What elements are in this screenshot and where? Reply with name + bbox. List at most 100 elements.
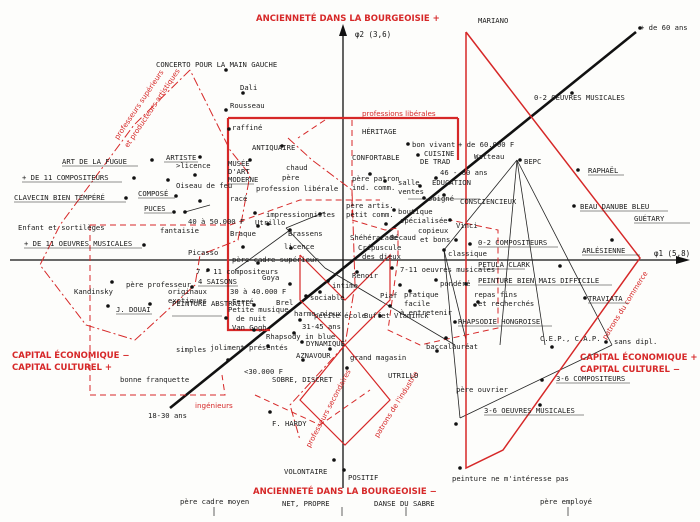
label: père cadre moyen	[180, 497, 249, 506]
label: + DE 11 COMPOSITEURS	[22, 173, 109, 182]
label: harmo-nieux	[294, 309, 342, 318]
label: CLAVECIN BIEN TEMPÉRÉ	[14, 193, 105, 202]
point	[318, 290, 322, 294]
left-title-1: CAPITAL ÉCONOMIQUE −	[12, 349, 130, 361]
point	[248, 158, 252, 162]
point	[464, 282, 468, 286]
label: ART DE LA FUGUE	[62, 157, 127, 166]
point	[398, 283, 402, 287]
label: Vinci	[456, 221, 478, 230]
point	[406, 142, 410, 146]
label: Petite musique	[228, 305, 289, 314]
label: DYNAMIQUE	[306, 339, 345, 348]
point	[300, 340, 304, 344]
label: SOBRE, DISCRET	[272, 375, 333, 384]
label: à entretenir	[400, 308, 453, 317]
point	[174, 194, 178, 198]
horizontal-axis-arrow	[676, 256, 690, 264]
label: COMPOSÉ	[138, 189, 168, 198]
label: père artis.	[346, 201, 394, 210]
point	[241, 91, 245, 95]
point	[444, 336, 448, 340]
point	[172, 210, 176, 214]
label: père	[282, 173, 299, 182]
point	[454, 238, 458, 242]
label: Buffet	[364, 311, 390, 320]
label: originaux	[168, 287, 208, 296]
label: profession libérale	[256, 184, 338, 193]
point	[224, 68, 228, 72]
bottom-title: ANCIENNETÉ DANS LA BOURGEOISIE −	[253, 485, 437, 497]
label: Kandinsky	[74, 287, 114, 296]
label: Enfant et sortilèges	[18, 223, 105, 232]
point	[304, 294, 308, 298]
label: boutique	[398, 207, 433, 216]
label: Shéhérazade	[350, 233, 398, 242]
vertical-axis-arrow	[339, 24, 347, 36]
point	[332, 458, 336, 462]
point	[448, 218, 452, 222]
label: salle	[398, 178, 420, 187]
label: + DE 11 OEUVRES MUSICALES	[24, 239, 132, 248]
label: 30 à 40.000 F	[230, 287, 286, 296]
label: ARTISTE	[166, 153, 196, 162]
label: 7-11 oeuvres musicales	[400, 265, 495, 274]
label: PEINTURE BIEN MAIS DIFFICILE	[478, 276, 599, 285]
label: Picasso	[188, 248, 218, 257]
label: 40 à 50.000 F	[188, 217, 244, 226]
label: Brel	[276, 298, 293, 307]
point	[384, 222, 388, 226]
point	[604, 340, 608, 344]
point	[124, 196, 128, 200]
point	[570, 91, 574, 95]
label: joliment présentés	[210, 343, 288, 352]
point	[383, 179, 387, 183]
zone-patrons-commerce	[465, 31, 641, 470]
point	[256, 224, 260, 228]
point	[453, 320, 457, 324]
label: RHAPSODIE HONGROISE	[458, 317, 540, 326]
zone-label-ingenieurs: ingénieurs	[195, 401, 233, 410]
label: PETULA CLARK	[478, 260, 531, 269]
point	[326, 279, 330, 283]
label: intime	[332, 281, 358, 290]
label: fantaisie	[160, 226, 199, 235]
label: MUSÉE	[228, 159, 250, 168]
point	[206, 268, 210, 272]
label: Utrillo	[255, 218, 285, 227]
point	[193, 173, 197, 177]
label: 18-30 ans	[148, 411, 187, 420]
label: Rhapsody in blue	[266, 332, 335, 341]
label: Rousseau	[230, 101, 265, 110]
point	[150, 158, 154, 162]
label: ANTIQUAIRE	[252, 143, 295, 152]
label: CONSCIENCIEUX	[460, 197, 517, 206]
label: GUÉTARY	[634, 214, 665, 223]
label: père patron	[352, 174, 400, 183]
label: sociable	[310, 293, 345, 302]
point	[198, 155, 202, 159]
point	[241, 245, 245, 249]
bottom-arrows	[213, 507, 569, 516]
underlines	[14, 161, 690, 416]
label: peinture ne m'intéresse pas	[452, 474, 569, 483]
label: Watteau	[474, 152, 504, 161]
label: DE TRAD	[420, 157, 450, 166]
label: Van Gogh	[232, 323, 267, 332]
label: Oiseau de feu	[176, 181, 232, 190]
label: MARIANO	[478, 16, 508, 25]
label: Dali	[240, 83, 257, 92]
label: CONCERTO POUR LA MAIN GAUCHE	[156, 60, 277, 69]
red-titles: ANCIENNETÉ DANS LA BOURGEOISIE + ANCIENN…	[12, 12, 698, 497]
label: <30.000 F	[244, 367, 283, 376]
right-title-2: CAPITAL CULTUREL −	[580, 365, 680, 375]
point	[224, 108, 228, 112]
point	[442, 193, 446, 197]
label: Renoir	[352, 271, 379, 280]
point	[252, 303, 256, 307]
label: et recherchés	[478, 299, 534, 308]
point	[301, 358, 305, 362]
point	[416, 153, 420, 157]
